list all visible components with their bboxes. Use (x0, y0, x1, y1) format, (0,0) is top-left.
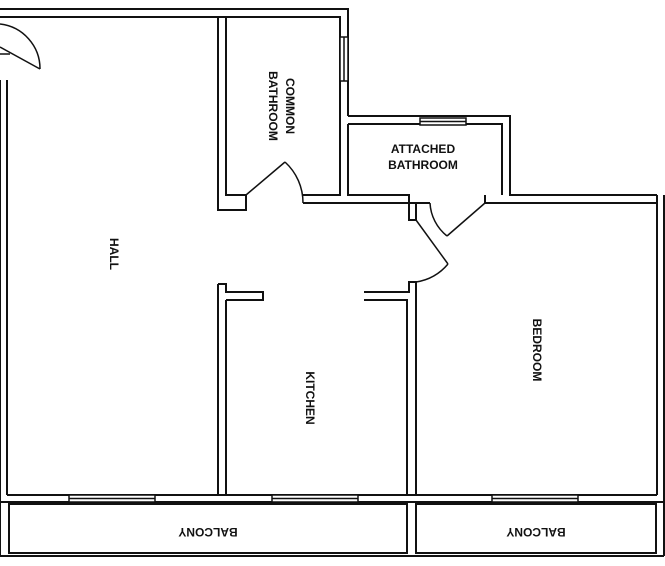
exterior-wall-top-inner (0, 16, 341, 116)
common-bathroom-label-line1: COMMON (283, 78, 297, 134)
door-common-bathroom (245, 161, 304, 204)
bedroom-label: BEDROOM (530, 319, 544, 382)
door-main-entrance-leaf (0, 46, 41, 70)
door-main-entrance (0, 23, 41, 70)
balcony-right-label: BALCONY (506, 525, 565, 539)
balcony-left-label: BALCONY (178, 525, 237, 539)
door-attached-bathroom-swing (429, 202, 448, 237)
door-bedroom (415, 219, 449, 283)
door-common-bathroom-leaf (245, 161, 286, 196)
attached-bathroom-label-line2: BATHROOM (388, 158, 458, 172)
door-bedroom-swing (415, 263, 449, 283)
walls (0, 8, 665, 557)
common-bathroom-wall-left (217, 17, 247, 211)
common-bathroom-label-line2: BATHROOM (266, 71, 280, 141)
doors (0, 23, 486, 283)
kitchen-label: KITCHEN (303, 371, 317, 424)
door-bedroom-leaf (415, 219, 449, 265)
attached-bathroom-label-line1: ATTACHED (391, 142, 456, 156)
room-labels: HALL COMMON BATHROOM ATTACHED BATHROOM K… (107, 71, 566, 539)
door-main-entrance-swing (0, 23, 41, 70)
door-common-bathroom-swing (284, 161, 304, 204)
attached-bathroom-wall-left (347, 124, 417, 221)
hall-label: HALL (107, 238, 121, 270)
kitchen-wall-top-left (218, 283, 264, 301)
attached-bathroom-wall-top (348, 115, 657, 196)
windows (68, 36, 579, 503)
kitchen-wall-top-right (364, 281, 417, 495)
attached-bathroom-wall-top-inner (348, 123, 503, 195)
balcony-left-outline (8, 503, 408, 554)
door-attached-bathroom-leaf (446, 202, 486, 237)
balcony-right-outline (415, 503, 657, 554)
door-attached-bathroom (429, 202, 486, 237)
attached-bathroom-wall-bottom (484, 195, 657, 204)
common-bathroom-wall-left-inner (225, 17, 246, 196)
kitchen-wall-top-right-inner (364, 299, 408, 495)
common-bathroom-wall-bottom-right (303, 116, 341, 196)
